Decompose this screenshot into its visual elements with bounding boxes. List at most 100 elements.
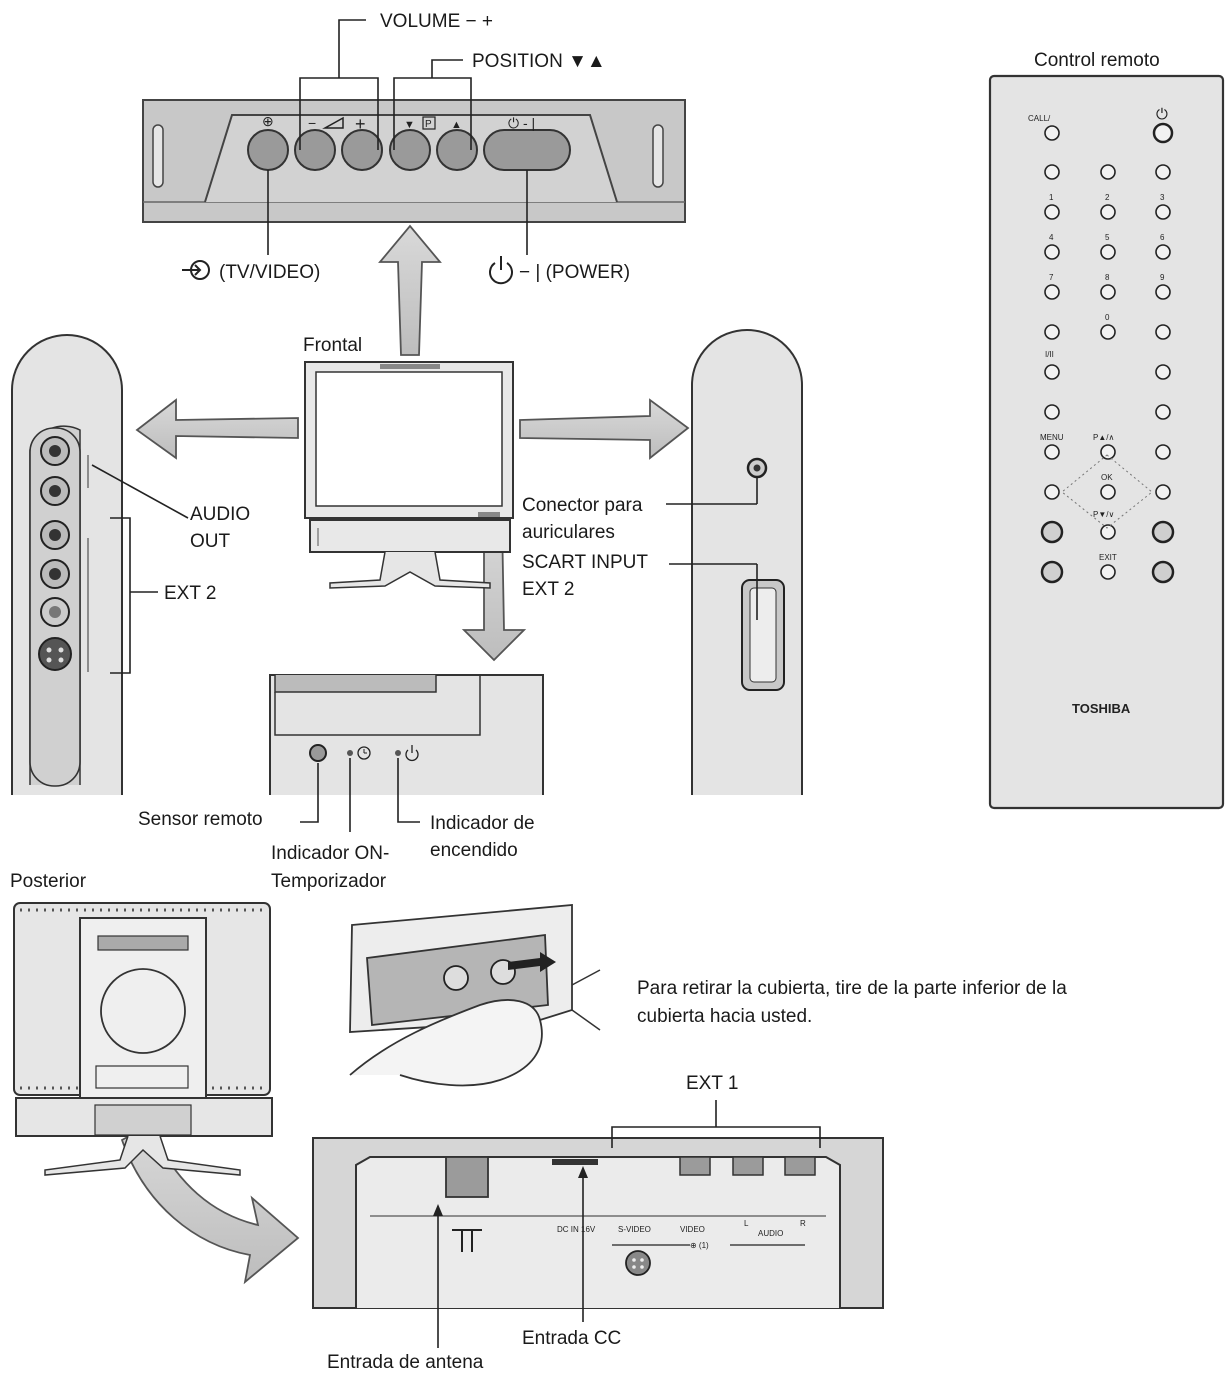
remote-digit-label: 7	[1049, 273, 1054, 282]
remote-digit-label: 9	[1160, 273, 1165, 282]
remote-button[interactable]	[1100, 324, 1116, 340]
call-label: CALL/	[1028, 114, 1051, 123]
remote-digit-label: 3	[1160, 193, 1165, 202]
cover-instruction-1: Para retirar la cubierta, tire de la par…	[637, 978, 1067, 999]
dc-in-port-label: DC IN 16V	[557, 1225, 596, 1234]
remote-digit-label: 2	[1105, 193, 1110, 202]
antenna-symbol-icon	[452, 1229, 482, 1252]
volume-icon	[322, 116, 344, 129]
remote-button[interactable]	[1155, 404, 1171, 420]
position-up-button[interactable]	[436, 129, 478, 171]
rear-connector-panel: DC IN 16V S-VIDEO VIDEO L R AUDIO ⊕ (1)	[312, 1137, 884, 1309]
front-control-panel: ⊕ − + ▼ P ▲ ⏻ - |	[142, 99, 686, 223]
remote-button[interactable]	[1155, 324, 1171, 340]
remote-sensor-label: Sensor remoto	[138, 809, 263, 830]
remote-button[interactable]	[1044, 284, 1060, 300]
left-side-panel	[11, 334, 123, 795]
vol-plus-glyph: +	[355, 114, 366, 134]
p-down-label: P▼/∨	[1093, 510, 1114, 519]
remote-button[interactable]	[1155, 164, 1171, 180]
remote-button[interactable]	[1100, 204, 1116, 220]
audio-l-label: L	[744, 1219, 749, 1228]
pos-up-glyph: ▲	[451, 119, 462, 131]
ext1-label: EXT 1	[686, 1073, 738, 1094]
dual-label: I/II	[1045, 350, 1054, 359]
left-callouts	[91, 464, 189, 674]
audio-port-label: AUDIO	[758, 1229, 783, 1238]
dc-socket	[552, 1159, 598, 1165]
bottom-front-detail	[269, 674, 544, 795]
remote-button[interactable]	[1152, 122, 1174, 144]
input-icon: ⊕	[262, 113, 274, 129]
remote-button[interactable]	[1100, 244, 1116, 260]
power-icon	[489, 256, 513, 285]
bottom-callouts	[300, 758, 420, 832]
remote-button[interactable]	[1044, 244, 1060, 260]
antenna-socket	[445, 1156, 489, 1198]
remote-button[interactable]	[1100, 524, 1116, 540]
tv-video-icon	[182, 260, 210, 280]
power-button[interactable]	[483, 129, 571, 171]
remote-color-button[interactable]	[1040, 520, 1064, 544]
headphone-label-1: Conector para	[522, 495, 643, 516]
remote-button[interactable]	[1044, 125, 1060, 141]
remote-button[interactable]	[1100, 284, 1116, 300]
remote-digit-label: 6	[1160, 233, 1165, 242]
remote-button[interactable]	[1155, 364, 1171, 380]
headphone-label-2: auriculares	[522, 522, 615, 543]
power-indicator-label-1: Indicador de	[430, 813, 535, 834]
remote-control: CALL/ ⏻ MENU P▲/∧ OK P▼/∨ EXIT I/II TOSH…	[988, 74, 1225, 810]
right-side-panel	[691, 329, 803, 795]
top-callouts	[267, 19, 528, 255]
antenna-label: Entrada de antena	[327, 1352, 484, 1373]
remote-color-button[interactable]	[1040, 560, 1064, 584]
remote-button[interactable]	[1155, 444, 1171, 460]
remote-buttons	[1040, 122, 1175, 584]
remote-button[interactable]	[1044, 484, 1060, 500]
vol-minus-glyph: −	[308, 115, 316, 131]
remote-button[interactable]	[1044, 444, 1060, 460]
remote-button[interactable]	[1155, 284, 1171, 300]
menu-label: MENU	[1040, 433, 1064, 442]
remote-title: Control remoto	[1034, 50, 1160, 71]
remote-button[interactable]	[1100, 484, 1116, 500]
remote-button[interactable]	[1044, 324, 1060, 340]
volume-plus-button[interactable]	[341, 129, 383, 171]
remote-digit-label: 1	[1049, 193, 1054, 202]
remote-button[interactable]	[1044, 364, 1060, 380]
right-callouts	[666, 478, 758, 620]
remote-button[interactable]	[1155, 244, 1171, 260]
remote-button[interactable]	[1100, 564, 1116, 580]
remote-button[interactable]	[1100, 164, 1116, 180]
remote-digit-label: 5	[1105, 233, 1110, 242]
video-port-label: VIDEO	[680, 1225, 705, 1234]
scart-label-2: EXT 2	[522, 579, 574, 600]
remote-button[interactable]	[1044, 164, 1060, 180]
pos-down-glyph: ▼	[404, 119, 415, 131]
power-glyph: ⏻ - |	[508, 115, 535, 131]
timer-icon	[357, 746, 371, 760]
frontal-label: Frontal	[303, 335, 362, 356]
remote-button[interactable]	[1044, 404, 1060, 420]
remote-button[interactable]	[1044, 204, 1060, 220]
remote-button[interactable]	[1100, 444, 1116, 460]
tv-video-button[interactable]	[247, 129, 289, 171]
remote-color-button[interactable]	[1151, 560, 1175, 584]
scart-label-1: SCART INPUT	[522, 552, 648, 573]
position-down-button[interactable]	[389, 129, 431, 171]
remote-button[interactable]	[1155, 204, 1171, 220]
volume-label: VOLUME − +	[380, 11, 493, 32]
remote-sensor	[309, 744, 327, 762]
remote-button[interactable]	[1155, 484, 1171, 500]
ext2-left-label: EXT 2	[164, 583, 216, 604]
audio-out-label-2: OUT	[190, 531, 231, 552]
remote-color-button[interactable]	[1151, 520, 1175, 544]
arrow-right	[519, 398, 690, 460]
ext1-num-label: ⊕ (1)	[690, 1241, 709, 1250]
arrow-up	[378, 224, 442, 356]
position-label: POSITION ▼▲	[472, 51, 606, 72]
power-label: − | (POWER)	[519, 262, 630, 283]
volume-minus-button[interactable]	[294, 129, 336, 171]
